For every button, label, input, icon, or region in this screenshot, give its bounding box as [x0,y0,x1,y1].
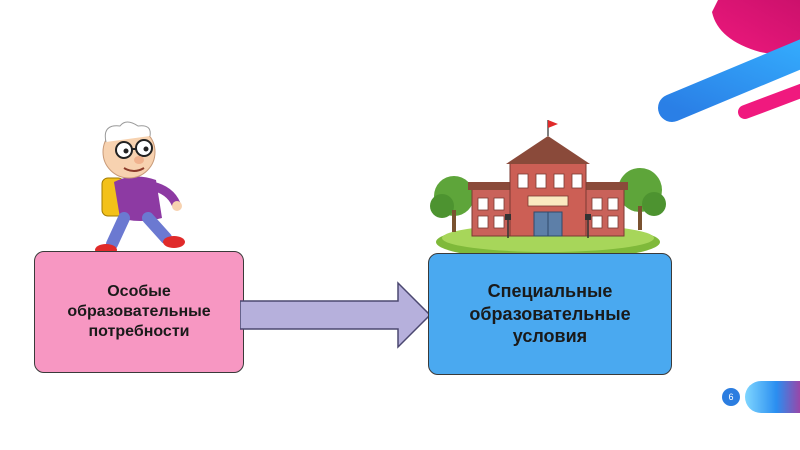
special-conditions-box: Специальные образовательные условия [428,253,672,375]
special-conditions-label: Специальные образовательные условия [469,281,631,347]
footer-gradient-bar [745,381,800,413]
school-building-icon [430,120,666,260]
special-needs-box: Особые образовательные потребности [34,251,244,373]
connector-arrow [240,281,432,349]
page-number-badge: 6 [722,388,740,406]
special-needs-label: Особые образовательные потребности [67,283,211,340]
cartoon-student-icon [95,121,185,256]
